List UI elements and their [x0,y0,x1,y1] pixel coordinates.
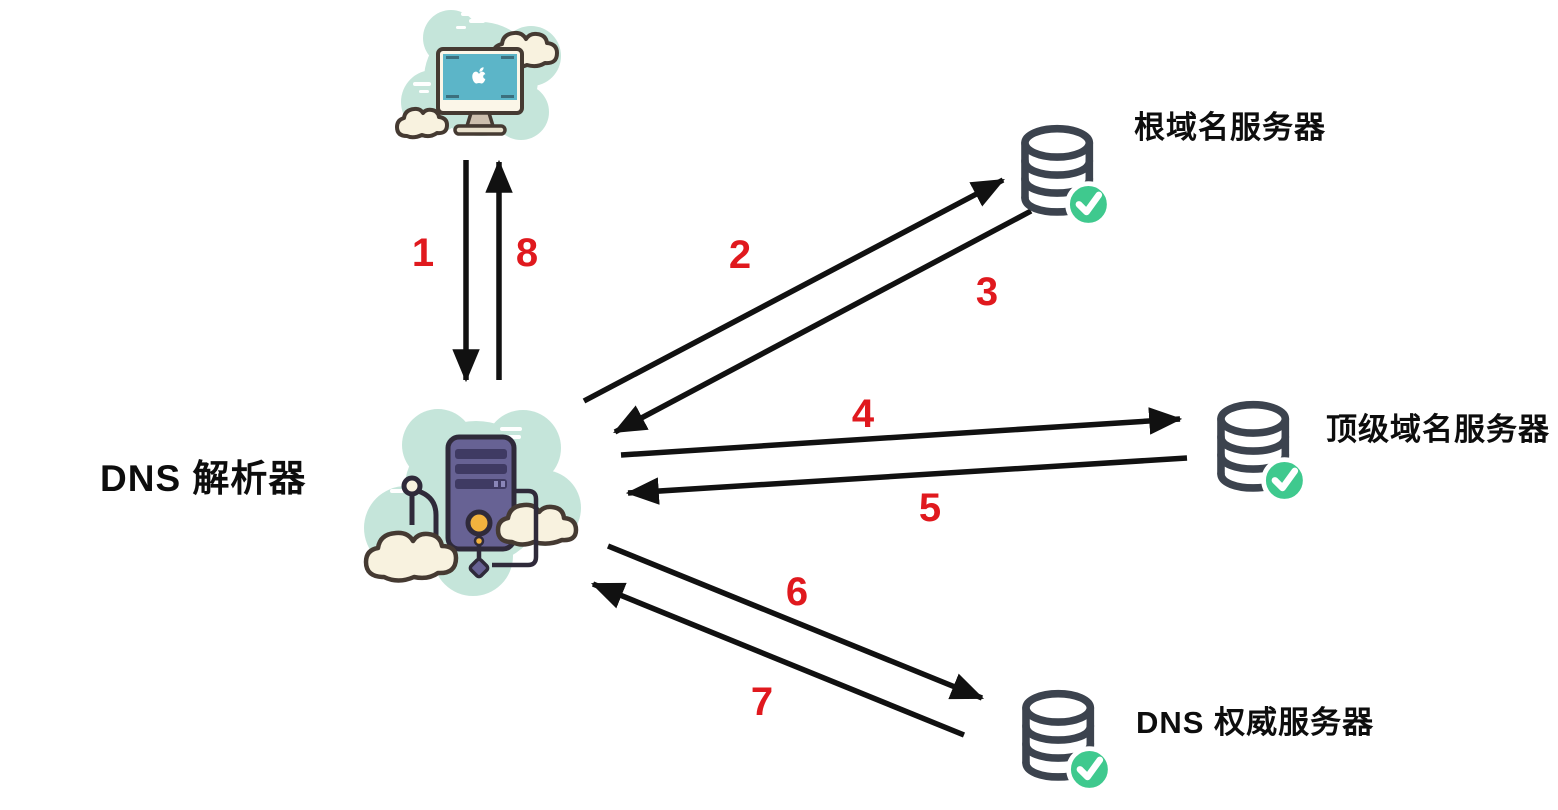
monitor-stand [464,111,496,128]
dns-resolver-icon [363,409,581,596]
step-number-2: 2 [728,233,752,277]
database-icon [1025,129,1109,226]
imac [436,47,524,136]
tld-server-icon [1203,396,1309,508]
power-button [465,509,493,537]
client-computer-icon [395,10,561,140]
cloud-left [363,530,459,583]
authoritative-server-label: DNS 权威服务器 [1136,705,1375,740]
arrow-step-5 [625,455,1188,505]
wind-dashes [413,12,487,93]
screen-corner-dashes [446,56,514,98]
step-number-3: 3 [975,270,999,314]
resolver-label: DNS 解析器 [100,458,307,499]
antenna [401,475,439,543]
step-number-1: 1 [411,231,435,275]
authoritative-server-icon [1008,685,1114,797]
arrow-step-2 [582,177,1005,404]
apple-logo-icon [472,67,488,84]
arrow-step-7 [590,581,966,738]
arrow-step-4 [620,407,1183,458]
cable-junction [468,557,490,579]
root-server-label: 根域名服务器 [1134,110,1326,145]
tld-server-label: 顶级域名服务器 [1326,412,1550,447]
step-number-5: 5 [918,486,942,530]
root-server-icon [1007,120,1113,232]
arrow-step-6 [606,543,985,701]
step-number-6: 6 [785,570,809,614]
server-tower [445,434,517,552]
slot-leds [494,481,505,487]
monitor-base [453,124,507,136]
cables [468,488,539,579]
step-number-7: 7 [750,680,774,724]
database-icon [1221,405,1305,502]
database-icon [1026,694,1110,791]
step-number-8: 8 [515,231,539,275]
arrow-step-3 [613,208,1033,435]
server-slots [455,449,507,489]
cloud-bottom-left [395,106,449,140]
step-number-4: 4 [851,392,875,436]
